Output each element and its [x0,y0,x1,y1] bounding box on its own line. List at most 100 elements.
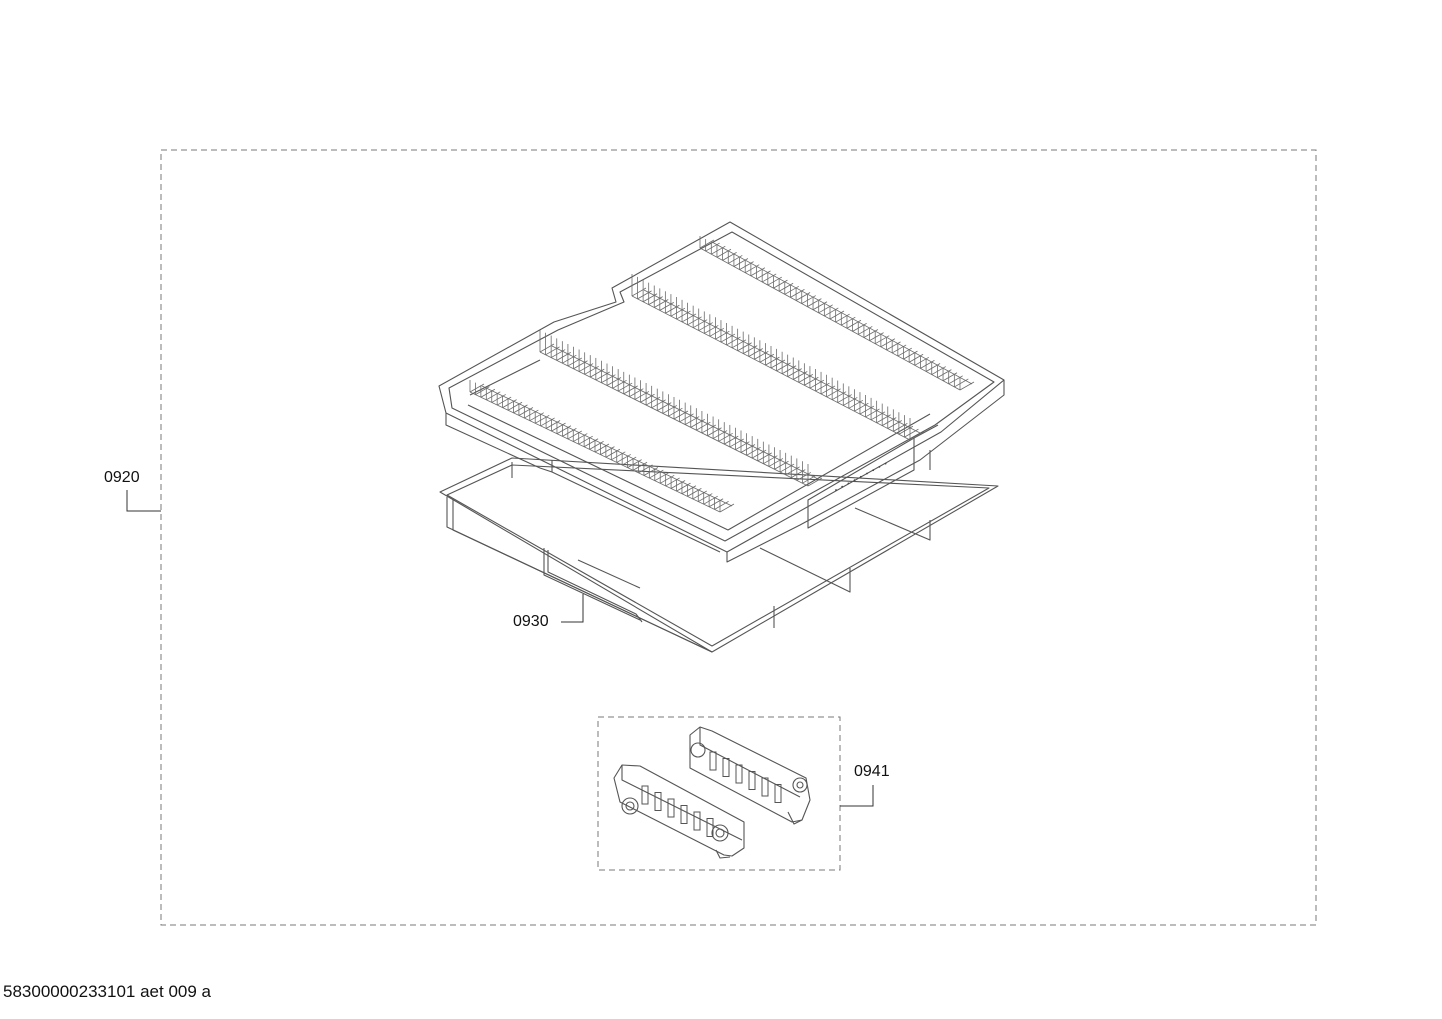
tray-rib [718,432,733,442]
tray-rib [751,449,767,459]
leader-line-0930 [561,594,584,623]
tray-rib [562,428,577,437]
tray-rib [835,313,850,323]
tray-rib [802,474,817,484]
tray-dot [835,489,837,491]
tray-rib [722,252,737,261]
tray-rib [776,362,791,372]
tray-rib [831,391,847,401]
tray-rib [662,405,678,414]
tray-rib [903,350,918,360]
tray-rib [770,359,786,369]
tray-rib [859,405,875,415]
tray-rib [954,378,969,388]
tray-rib [791,469,806,478]
tray-rib [812,301,828,311]
tray-rib [728,255,743,264]
tray-rib [709,327,725,337]
tray-rib [886,341,901,351]
tray-rib [589,441,604,450]
tray-dot [884,462,887,465]
tray-rib [705,242,720,252]
tray-rib [634,391,650,400]
tray-rib [708,498,724,508]
tray-rib [621,456,637,466]
tray-rib [739,261,754,270]
tray-rib [740,444,756,453]
tray-rib [692,490,708,500]
tray-dot [859,475,862,478]
tray-rib [545,346,560,356]
tray-rib [578,363,594,372]
tray-rib [869,332,884,341]
tray-rib [594,443,610,453]
tray-rib [948,375,963,385]
tray-rib [909,431,925,441]
tray-rib [601,374,616,384]
callout-0920: 0920 [104,469,140,486]
tray-rib [605,448,621,458]
tray-rib [854,402,869,412]
tray-rib [540,417,555,427]
drawing-code: 58300000233101 aet 009 a [3,982,211,1001]
tray-dot [878,466,881,468]
tray-rib [649,469,664,479]
tray-rib [469,383,485,393]
tray-rib [578,435,593,445]
tray-rib [657,402,672,411]
tray-rib [781,365,797,375]
tray-rib [513,404,528,414]
tray-rib [584,365,599,375]
tray-rib [701,424,717,434]
tray-rib [556,425,572,435]
tray-rib [804,376,819,386]
tray-rib [920,360,935,369]
tray-rib [491,394,506,403]
tray-rib [665,477,680,487]
tray-rib [606,377,622,386]
tray-rib [863,329,879,338]
clip-slot [774,784,782,803]
tray-clip-drawing [613,764,745,859]
tray-rib [712,430,728,439]
tray-rib [826,388,841,398]
clip-slot [735,764,743,784]
tray-rib [684,416,700,425]
tray-rib [843,397,858,406]
clip-slot [706,818,714,837]
clip-slot [748,771,756,790]
tray-rib [642,293,658,303]
tray-rib [703,495,718,505]
tray-dot [841,485,844,488]
assembly-boundary [160,149,1317,926]
tray-rib [687,316,702,326]
tray-rib [643,467,659,476]
tray-rib [692,319,708,329]
clip-slot [722,758,730,777]
tray-rib [818,304,833,314]
tray-dot [847,482,850,485]
tray-rib [719,503,735,513]
tray-rib [848,399,864,409]
clip-slot [761,777,769,797]
tray-rib [699,239,715,249]
tray-rib [600,446,615,455]
tray-dot [872,469,875,472]
tray-rib [687,488,702,497]
tray-rib [651,399,666,409]
tray-rib [763,455,778,465]
tray-rib [562,354,577,364]
tray-rib [670,480,686,489]
tray-rib [846,319,862,329]
tray-rib [778,282,794,292]
tray-rib [793,371,808,380]
tray-rib [627,459,642,468]
tray-rib [704,325,719,334]
tray-rib [529,412,544,422]
tray-rib [696,421,711,431]
tray-rib [645,396,661,406]
cutlery-tray-drawing [438,221,1005,563]
tray-rib [535,414,550,424]
tray-rib [768,458,784,467]
tray-rib [590,368,605,378]
